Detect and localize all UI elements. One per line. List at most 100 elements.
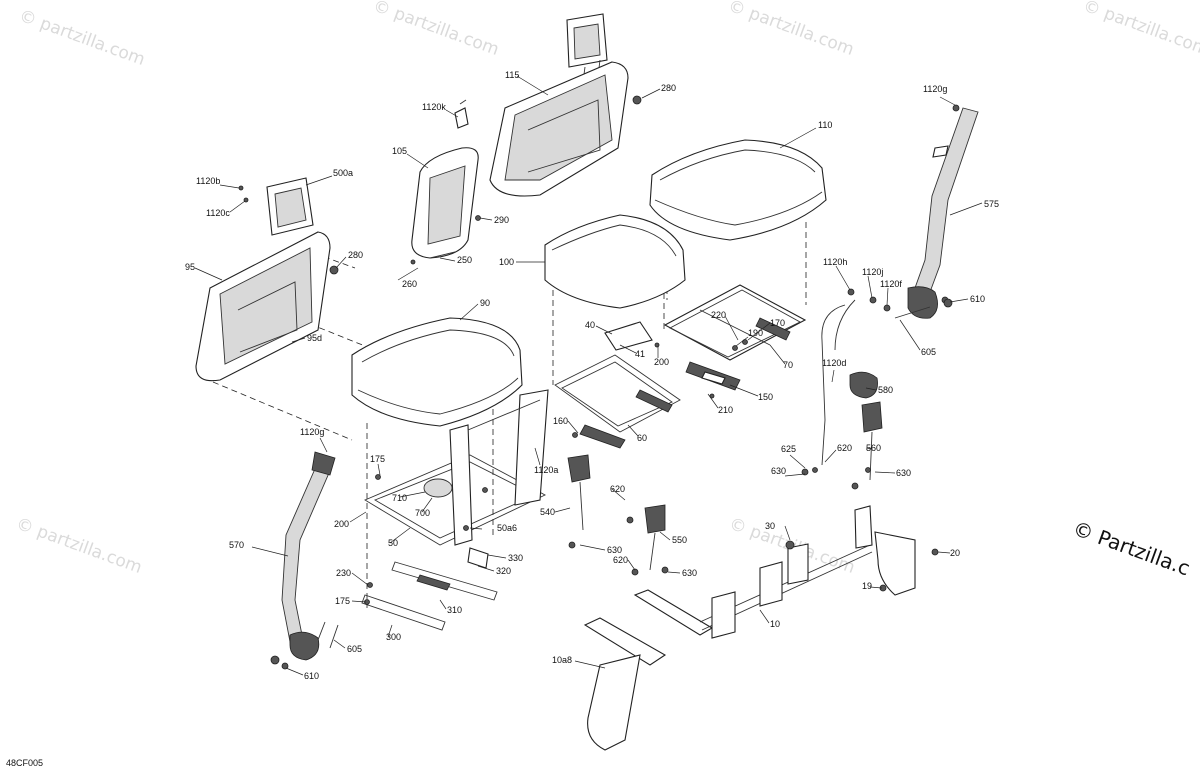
callout-200a: 200 <box>654 357 669 367</box>
seat-cushion-110 <box>649 139 827 241</box>
frame-70 <box>663 284 807 361</box>
seat-cushion-90 <box>351 317 523 427</box>
leader-lines <box>194 75 983 676</box>
callout-1120f: 1120f <box>880 279 902 289</box>
callout-200b: 200 <box>334 519 349 529</box>
buckle-540 <box>567 454 591 549</box>
callout-115: 115 <box>505 70 519 80</box>
callout-630a: 630 <box>896 468 911 478</box>
watermark-5: © partzilla.com <box>13 514 144 578</box>
callout-175: 175 <box>370 454 385 464</box>
watermark-2: © partzilla.com <box>370 0 501 60</box>
callout-230: 230 <box>336 568 351 578</box>
callout-620a: 620 <box>837 443 852 453</box>
callout-95d: 95d <box>307 333 322 343</box>
callout-570: 570 <box>229 540 244 550</box>
seat-frame-50 <box>364 389 549 546</box>
callout-710: 710 <box>392 493 407 503</box>
backrest-115 <box>489 61 629 197</box>
callout-10a8: 10a8 <box>552 655 572 665</box>
callout-250: 250 <box>457 255 472 265</box>
callout-605b: 605 <box>347 644 362 654</box>
seatbelt-575 <box>907 107 979 319</box>
hardware-fasteners <box>238 95 960 649</box>
callout-190: 190 <box>748 328 763 338</box>
callout-500a: 500a <box>333 168 353 178</box>
headrest-115 <box>566 13 608 83</box>
backrest-95 <box>195 231 331 382</box>
callout-550: 550 <box>672 535 687 545</box>
callout-20: 20 <box>950 548 960 558</box>
callout-110: 110 <box>818 120 832 130</box>
seatbelt-570 <box>270 451 336 670</box>
callout-41: 41 <box>635 349 645 359</box>
callout-610b: 610 <box>304 671 319 681</box>
base-frame-10 <box>583 505 939 751</box>
callout-95: 95 <box>185 262 195 272</box>
callout-575: 575 <box>984 199 999 209</box>
callout-630d: 630 <box>682 568 697 578</box>
callout-100: 100 <box>499 257 514 267</box>
callout-630b: 630 <box>771 466 786 476</box>
callout-19: 19 <box>862 581 872 591</box>
callout-620c: 620 <box>613 555 628 565</box>
callout-labels: 115 280 1120k 110 1120g 105 1120b 500a 1… <box>185 70 999 681</box>
figure-reference: 48CF005 <box>6 758 44 768</box>
callout-220: 220 <box>711 310 726 320</box>
callout-170: 170 <box>770 318 785 328</box>
callout-320: 320 <box>496 566 511 576</box>
callout-1120k: 1120k <box>422 102 446 112</box>
callout-620b: 620 <box>610 484 625 494</box>
callout-1120a: 1120a <box>534 465 558 475</box>
callout-150: 150 <box>758 392 773 402</box>
bracket-1120k <box>454 99 469 129</box>
callout-290: 290 <box>494 215 509 225</box>
callout-1120j: 1120j <box>862 267 883 277</box>
callout-630c: 630 <box>607 545 622 555</box>
callout-300: 300 <box>386 632 401 642</box>
seatbelt-580 <box>801 299 883 490</box>
callout-1120h: 1120h <box>823 257 847 267</box>
callout-580: 580 <box>878 385 893 395</box>
callout-90: 90 <box>480 298 490 308</box>
callout-700: 700 <box>415 508 430 518</box>
callout-330: 330 <box>508 553 523 563</box>
callout-560: 560 <box>866 443 881 453</box>
callout-175b: 175 <box>335 596 350 606</box>
callout-310: 310 <box>447 605 462 615</box>
callout-280: 280 <box>661 83 676 93</box>
seat-cushion-100 <box>544 214 686 309</box>
frame-60 <box>554 354 681 449</box>
callout-260: 260 <box>402 279 417 289</box>
callout-280b: 280 <box>348 250 363 260</box>
callout-40: 40 <box>585 320 595 330</box>
buckle-550 <box>631 504 666 576</box>
callout-625: 625 <box>781 444 796 454</box>
watermark-4: © partzilla.com <box>1080 0 1200 60</box>
headrest-500a <box>266 177 314 236</box>
watermark-3: © partzilla.com <box>725 0 856 60</box>
callout-50a6: 50a6 <box>497 523 517 533</box>
callout-30: 30 <box>765 521 775 531</box>
callout-10: 10 <box>770 619 780 629</box>
callout-105: 105 <box>392 146 407 156</box>
callout-1120g-left: 1120g <box>300 427 324 437</box>
bracket-40 <box>604 321 653 351</box>
slider-150 <box>685 361 741 391</box>
callout-540: 540 <box>540 507 555 517</box>
callout-1120g: 1120g <box>923 84 947 94</box>
callout-160: 160 <box>553 416 568 426</box>
callout-610: 610 <box>970 294 985 304</box>
callout-50: 50 <box>388 538 398 548</box>
callout-1120b: 1120b <box>196 176 220 186</box>
callout-210: 210 <box>718 405 733 415</box>
callout-1120d: 1120d <box>822 358 846 368</box>
callout-70: 70 <box>783 360 793 370</box>
seat-slider-300 <box>361 547 498 631</box>
callout-60: 60 <box>637 433 647 443</box>
callout-605a: 605 <box>921 347 936 357</box>
callout-1120c: 1120c <box>206 208 230 218</box>
backrest-105 <box>410 147 479 265</box>
